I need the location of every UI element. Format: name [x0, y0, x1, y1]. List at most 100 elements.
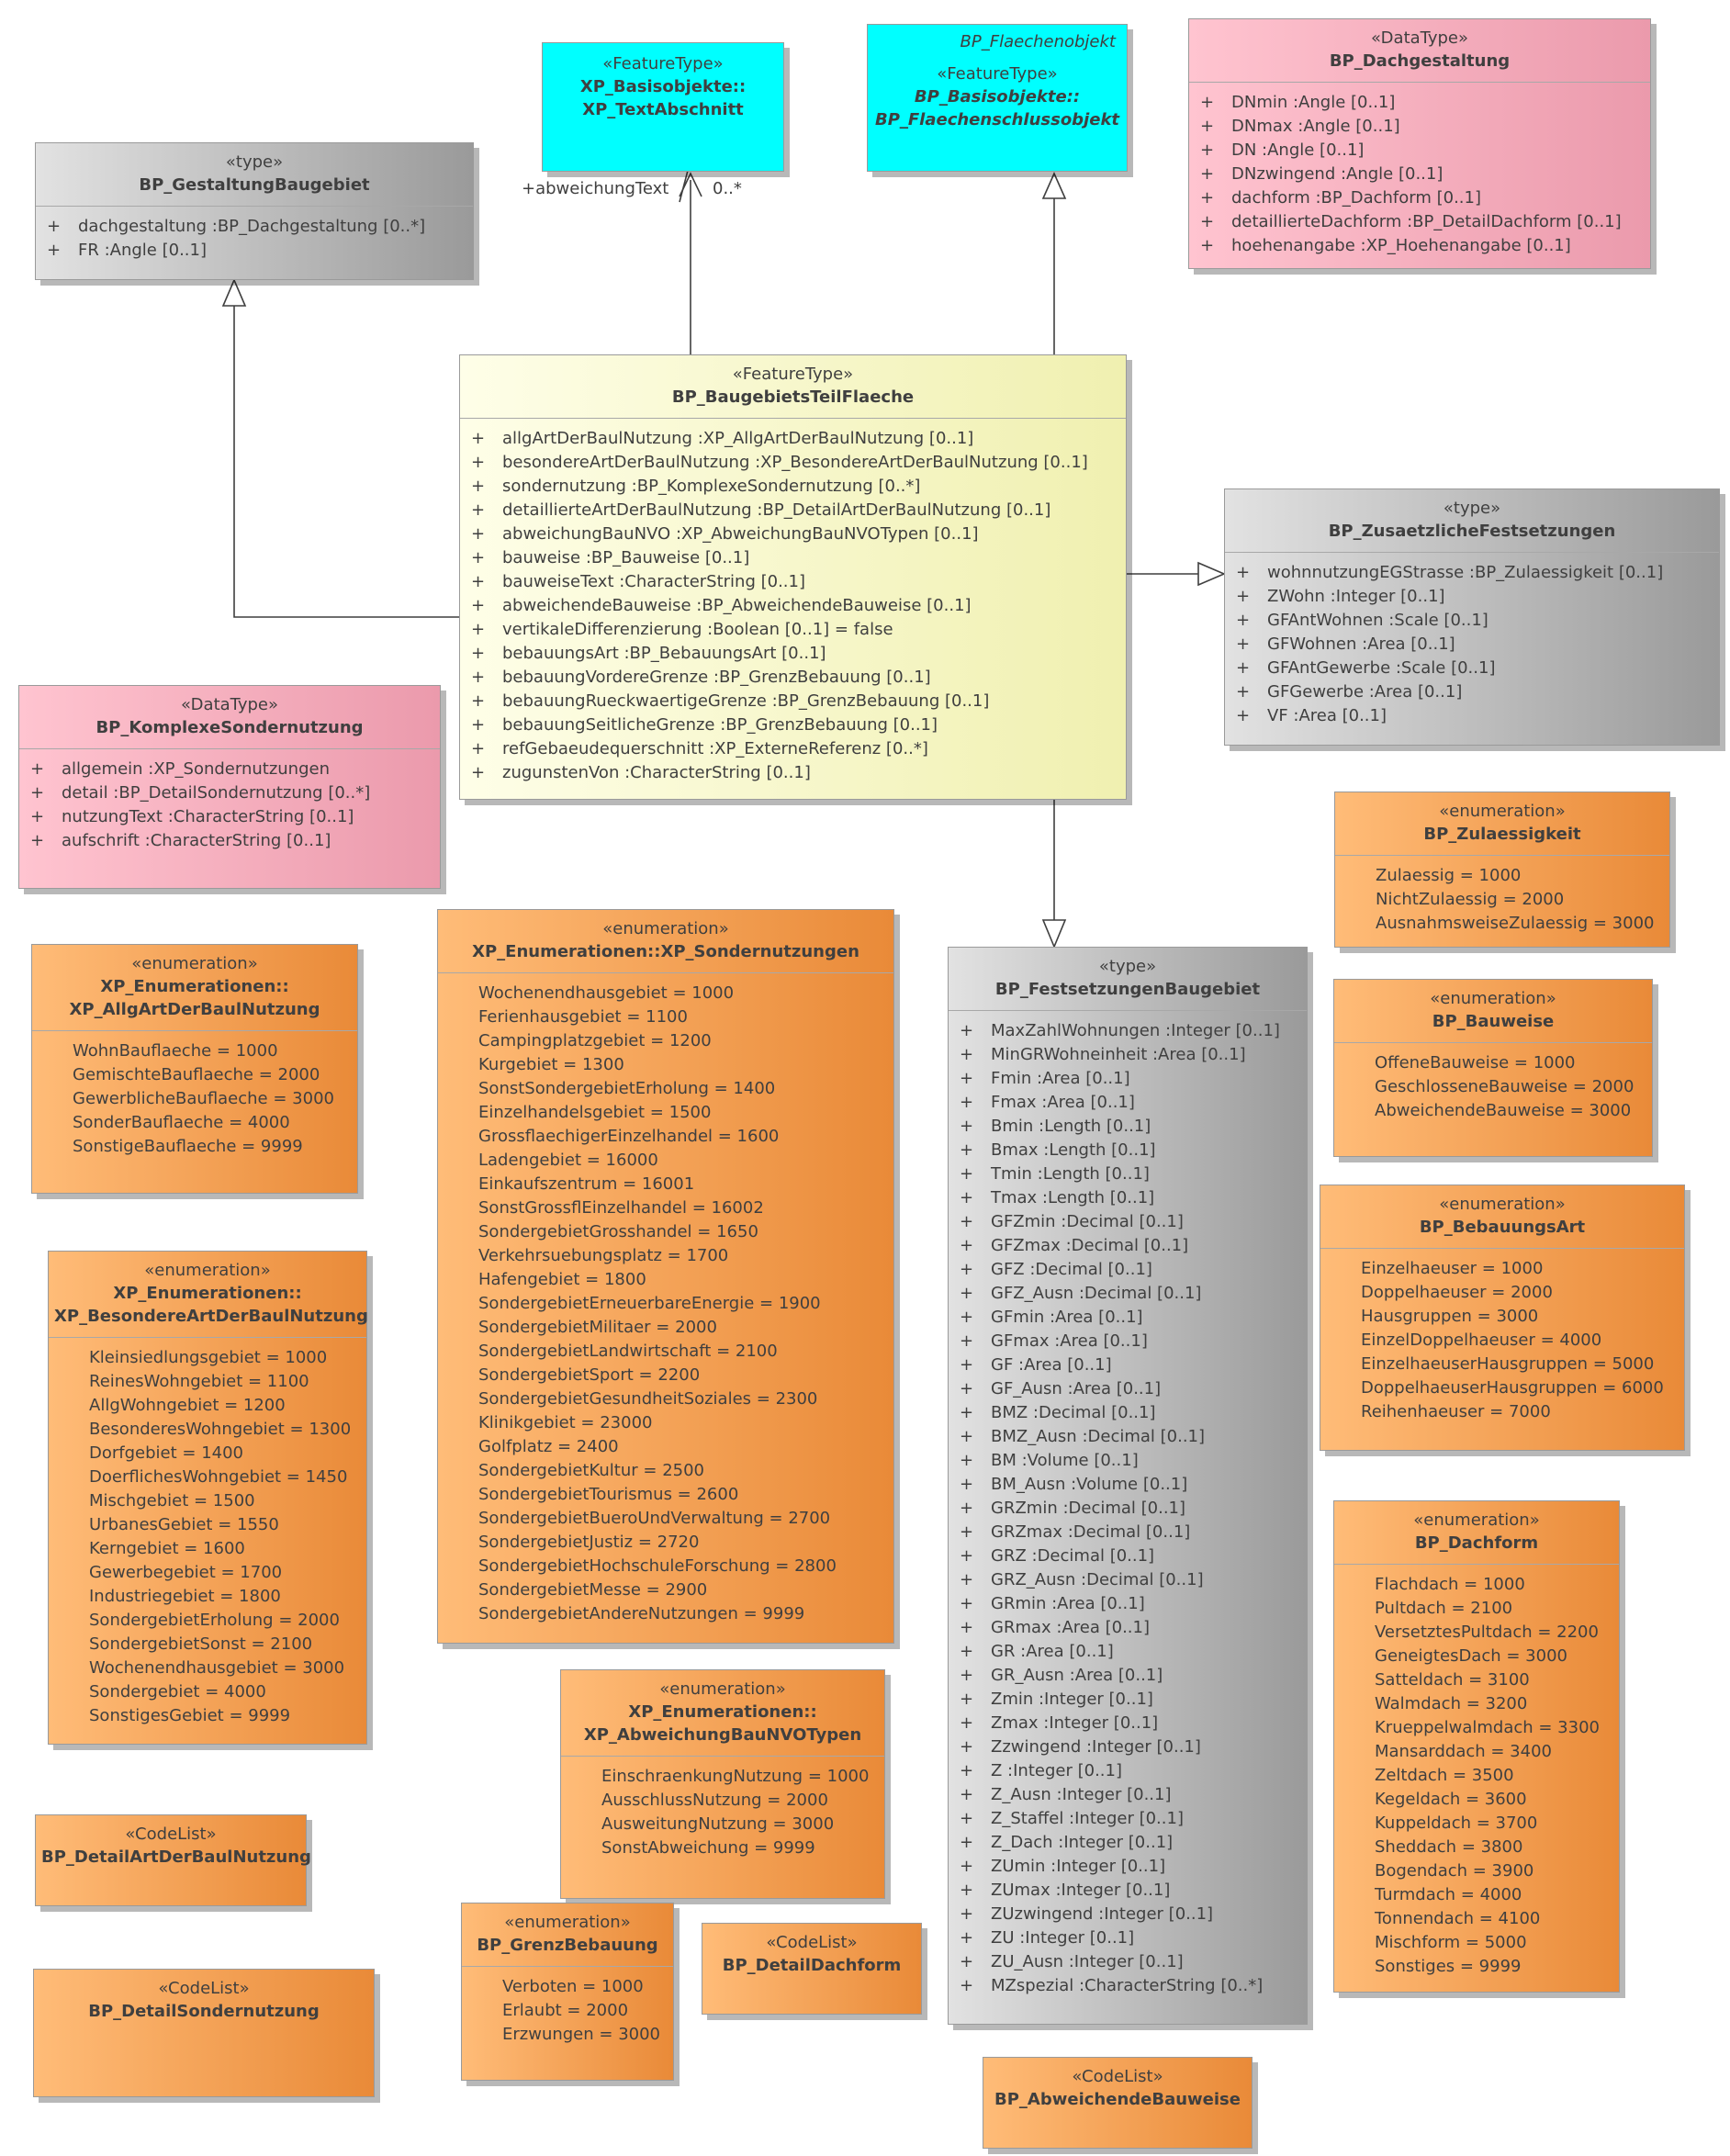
visibility-marker: +	[960, 1976, 974, 1995]
visibility-marker: +	[960, 1379, 974, 1398]
attribute-text: bebauungRueckwaertigeGrenze :BP_GrenzBeb…	[502, 691, 990, 711]
attribute-text: DNmin :Angle [0..1]	[1231, 93, 1396, 112]
stereotype: «FeatureType»	[937, 64, 1058, 84]
visibility-marker: +	[960, 1570, 974, 1589]
enum-xp-besondereartderbaulnutzung[interactable]: «enumeration» XP_Enumerationen:: XP_Beso…	[48, 1251, 368, 1745]
attribute-row: +DNmax :Angle [0..1]	[1200, 115, 1639, 139]
attribute-text: ZUmax :Integer [0..1]	[991, 1881, 1171, 1900]
class-name-line: XP_AllgArtDerBaulNutzung	[69, 1000, 320, 1019]
attribute-text: Tmin :Length [0..1]	[991, 1164, 1150, 1184]
enum-literal: VersetztesPultdach = 2200	[1375, 1623, 1599, 1642]
enum-literal: Ferienhausgebiet = 1100	[478, 1007, 688, 1027]
attribute-text: GFZ_Ausn :Decimal [0..1]	[991, 1284, 1202, 1303]
attribute-text: GFZmax :Decimal [0..1]	[991, 1236, 1189, 1255]
attribute-text: FR :Angle [0..1]	[78, 241, 207, 260]
attribute-row: +GFGewerbe :Area [0..1]	[1236, 680, 1708, 704]
attribute-text: GFmax :Area [0..1]	[991, 1331, 1148, 1351]
visibility-marker: +	[1200, 212, 1215, 231]
visibility-marker: +	[960, 1904, 974, 1924]
enum-literal: Mansarddach = 3400	[1375, 1742, 1552, 1761]
enum-literal: ReinesWohngebiet = 1100	[89, 1372, 309, 1391]
attribute-text: aufschrift :CharacterString [0..1]	[62, 831, 331, 850]
class-name-line: BP_Bauweise	[1432, 1012, 1555, 1031]
enum-literal: SondergebietGrosshandel = 1650	[478, 1222, 758, 1241]
class-name-line: XP_Enumerationen::	[628, 1702, 817, 1722]
class-bp-baugebietsteilflaeche[interactable]: «FeatureType» BP_BaugebietsTeilFlaeche +…	[459, 354, 1127, 800]
enum-literal: Tonnendach = 4100	[1375, 1909, 1541, 1928]
class-bp-gestaltungbaugebiet[interactable]: «type» BP_GestaltungBaugebiet +dachgesta…	[35, 142, 474, 280]
class-bp-komplexesondernutzung[interactable]: «DataType» BP_KomplexeSondernutzung +all…	[18, 685, 441, 889]
codelist-bp-detailsondernutzung[interactable]: «CodeList» BP_DetailSondernutzung	[33, 1969, 375, 2097]
attribute-text: BM :Volume [0..1]	[991, 1451, 1139, 1470]
visibility-marker: +	[1200, 164, 1215, 184]
codelist-bp-detaildachform[interactable]: «CodeList» BP_DetailDachform	[702, 1923, 922, 2015]
visibility-marker: +	[960, 1761, 974, 1780]
enum-literal: GeneigtesDach = 3000	[1375, 1646, 1567, 1666]
attribute-row: +ZWohn :Integer [0..1]	[1236, 585, 1708, 609]
enum-literal: SondergebietLandwirtschaft = 2100	[478, 1342, 778, 1361]
stereotype: «enumeration»	[659, 1679, 786, 1699]
attribute-text: allgArtDerBaulNutzung :XP_AllgArtDerBaul…	[502, 429, 974, 448]
class-xp-textabschnitt[interactable]: «FeatureType» XP_Basisobjekte:: XP_TextA…	[542, 42, 784, 172]
enum-bp-grenzbebauung[interactable]: «enumeration» BP_GrenzBebauung Verboten …	[461, 1903, 674, 2081]
enum-literal: AusnahmsweiseZulaessig = 3000	[1376, 914, 1655, 933]
enum-bp-bebauungsart[interactable]: «enumeration» BP_BebauungsArt Einzelhaeu…	[1320, 1185, 1685, 1451]
enum-literal: SondergebietErneuerbareEnergie = 1900	[478, 1294, 821, 1313]
enum-literal: Industriegebiet = 1800	[89, 1587, 281, 1606]
class-header: «enumeration» BP_Bauweise	[1334, 980, 1652, 1042]
class-header: «enumeration» XP_Enumerationen:: XP_Abwe…	[561, 1670, 884, 1756]
stereotype: «enumeration»	[1439, 1195, 1566, 1214]
visibility-marker: +	[960, 1594, 974, 1613]
visibility-marker: +	[960, 1618, 974, 1637]
visibility-marker: +	[960, 1045, 974, 1064]
class-bp-flaechenschlussobjekt[interactable]: BP_Flaechenobjekt «FeatureType» BP_Basis…	[867, 24, 1128, 172]
visibility-marker: +	[1236, 682, 1251, 702]
class-name-line: BP_GrenzBebauung	[477, 1936, 658, 1955]
attribute-text: abweichungBauNVO :XP_AbweichungBauNVOTyp…	[502, 524, 979, 544]
attribute-row: +detail :BP_DetailSondernutzung [0..*]	[30, 781, 429, 805]
attribute-text: Bmax :Length [0..1]	[991, 1140, 1156, 1160]
class-bp-dachgestaltung[interactable]: «DataType» BP_Dachgestaltung +DNmin :Ang…	[1188, 18, 1651, 269]
enum-literal: UrbanesGebiet = 1550	[89, 1515, 279, 1534]
attribute-row: +GF :Area [0..1]	[960, 1353, 1296, 1377]
attribute-text: DNmax :Angle [0..1]	[1231, 117, 1400, 136]
enum-bp-bauweise[interactable]: «enumeration» BP_Bauweise OffeneBauweise…	[1333, 979, 1653, 1157]
enum-literal: Gewerbegebiet = 1700	[89, 1563, 283, 1582]
attribute-text: GFAntWohnen :Scale [0..1]	[1267, 611, 1488, 630]
codelist-bp-detailartderbaulnutzung[interactable]: «CodeList» BP_DetailArtDerBaulNutzung	[35, 1814, 311, 1906]
enum-literal: Kleinsiedlungsgebiet = 1000	[89, 1348, 328, 1367]
attribute-text: abweichendeBauweise :BP_AbweichendeBauwe…	[502, 596, 972, 615]
enum-xp-sondernutzungen[interactable]: «enumeration» XP_Enumerationen::XP_Sonde…	[437, 909, 894, 1644]
attribute-row: +BMZ_Ausn :Decimal [0..1]	[960, 1425, 1296, 1449]
class-name-line: BP_DetailDachform	[722, 1956, 902, 1975]
class-header: «CodeList» BP_DetailDachform	[702, 1924, 921, 1986]
visibility-marker: +	[960, 1713, 974, 1733]
attribute-row: +GF_Ausn :Area [0..1]	[960, 1377, 1296, 1401]
visibility-marker: +	[471, 596, 486, 615]
enum-xp-abweichungbaunvotypen[interactable]: «enumeration» XP_Enumerationen:: XP_Abwe…	[560, 1669, 885, 1899]
enum-bp-dachform[interactable]: «enumeration» BP_Dachform Flachdach = 10…	[1333, 1500, 1620, 1993]
codelist-bp-abweichendebauweise[interactable]: «CodeList» BP_AbweichendeBauweise	[983, 2057, 1253, 2149]
attribute-text: GRZmin :Decimal [0..1]	[991, 1499, 1186, 1518]
class-header: «type» BP_GestaltungBaugebiet	[36, 143, 473, 206]
enum-bp-zulaessigkeit[interactable]: «enumeration» BP_Zulaessigkeit Zulaessig…	[1334, 792, 1670, 948]
attribute-row: +DNzwingend :Angle [0..1]	[1200, 163, 1639, 186]
attribute-text: ZU_Ausn :Integer [0..1]	[991, 1952, 1184, 1971]
attribute-text: GR_Ausn :Area [0..1]	[991, 1666, 1163, 1685]
enum-literal: Wochenendhausgebiet = 1000	[478, 983, 735, 1003]
class-name-line: XP_Basisobjekte::	[579, 77, 747, 96]
class-bp-zusaetzlichefestsetzungen[interactable]: «type» BP_ZusaetzlicheFestsetzungen +woh…	[1224, 488, 1720, 746]
attribute-row: +GFZmax :Decimal [0..1]	[960, 1234, 1296, 1258]
class-name-line: BP_BaugebietsTeilFlaeche	[671, 387, 915, 407]
class-name-line: BP_Basisobjekte::	[914, 87, 1081, 107]
attribute-row: +dachform :BP_Dachform [0..1]	[1200, 186, 1639, 210]
attribute-row: +GFZ :Decimal [0..1]	[960, 1258, 1296, 1282]
attribute-text: bebauungVordereGrenze :BP_GrenzBebauung …	[502, 668, 931, 687]
enum-xp-allgartderbaulnutzung[interactable]: «enumeration» XP_Enumerationen:: XP_Allg…	[31, 944, 358, 1194]
attribute-text: Zmax :Integer [0..1]	[991, 1713, 1159, 1733]
enum-literal: GeschlosseneBauweise = 2000	[1375, 1077, 1635, 1096]
visibility-marker: +	[960, 1331, 974, 1351]
visibility-marker: +	[1236, 587, 1251, 606]
class-bp-festsetzungenbaugebiet[interactable]: «type» BP_FestsetzungenBaugebiet +MaxZah…	[948, 947, 1308, 2025]
attribute-text: GRZ_Ausn :Decimal [0..1]	[991, 1570, 1204, 1589]
